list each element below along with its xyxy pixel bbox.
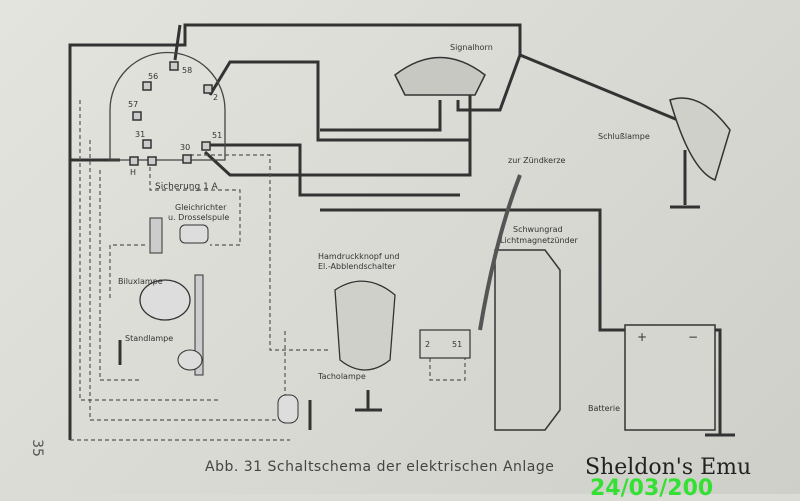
signal-horn (394, 56, 486, 96)
label-tacholampe: Tacholampe (318, 372, 366, 381)
light-switch (109, 51, 226, 161)
magneto-terminal-51: 51 (452, 340, 463, 349)
wire-58 (173, 24, 182, 61)
magneto (494, 249, 561, 431)
label-zuendkerze: zur Zündkerze (508, 156, 566, 165)
spark-plug-lead (478, 174, 522, 331)
wire-battery (320, 208, 625, 332)
headlamp-reflector (194, 274, 204, 376)
label-standlampe: Standlampe (125, 334, 174, 343)
wire-tail (456, 53, 691, 127)
label-rectifier: Gleichrichter (175, 203, 227, 212)
terminal-51: 51 (212, 131, 223, 140)
terminal-30: 30 (180, 143, 191, 152)
label-bilux: Biluxlampe (118, 277, 163, 286)
terminal-57: 57 (128, 100, 139, 109)
watermark: Sheldon's Emu (585, 455, 752, 480)
magneto-terminal-2: 2 (425, 340, 431, 349)
rectifier (149, 217, 163, 254)
terminal-58: 58 (182, 66, 193, 75)
label-lichtmagnet: Lichtmagnetzünder (500, 236, 578, 245)
speedo-lamp (277, 394, 299, 424)
figure-caption: Abb. 31 Schaltschema der elektrischen An… (205, 459, 555, 475)
terminal-31: 31 (135, 130, 146, 139)
terminal-56: 56 (148, 72, 159, 81)
magneto-terminal-block (419, 329, 471, 359)
horn-dip-switch (334, 280, 396, 371)
label-choke: u. Drosselspule (168, 213, 230, 222)
wire-horn (320, 100, 442, 132)
label-schwungrad: Schwungrad (513, 225, 563, 234)
label-signalhorn: Signalhorn (450, 43, 493, 52)
terminal-h: H (130, 168, 137, 177)
battery-plus: + (637, 330, 648, 344)
terminal-2: 2 (213, 93, 219, 102)
battery-minus: − (688, 330, 699, 344)
watermark-date: 24/03/200 (590, 476, 714, 501)
label-schlusslampe: Schlußlampe (598, 132, 650, 141)
parking-bulb (177, 349, 203, 371)
choke-coil (179, 224, 209, 244)
page-number: 35 (28, 439, 45, 457)
label-handdruck: Hamdruckknopf und (318, 252, 400, 261)
battery (624, 324, 716, 431)
label-fuse: Sicherung 1 A (155, 182, 218, 192)
wire-51 (205, 143, 460, 197)
tail-lamp (669, 97, 731, 182)
bilux-bulb (139, 279, 191, 321)
tail-ground (670, 150, 700, 209)
wire-main-loop (68, 23, 522, 440)
label-abblend: El.-Abblendschalter (318, 262, 396, 271)
wire-30 (203, 100, 472, 177)
label-batterie: Batterie (588, 404, 621, 413)
